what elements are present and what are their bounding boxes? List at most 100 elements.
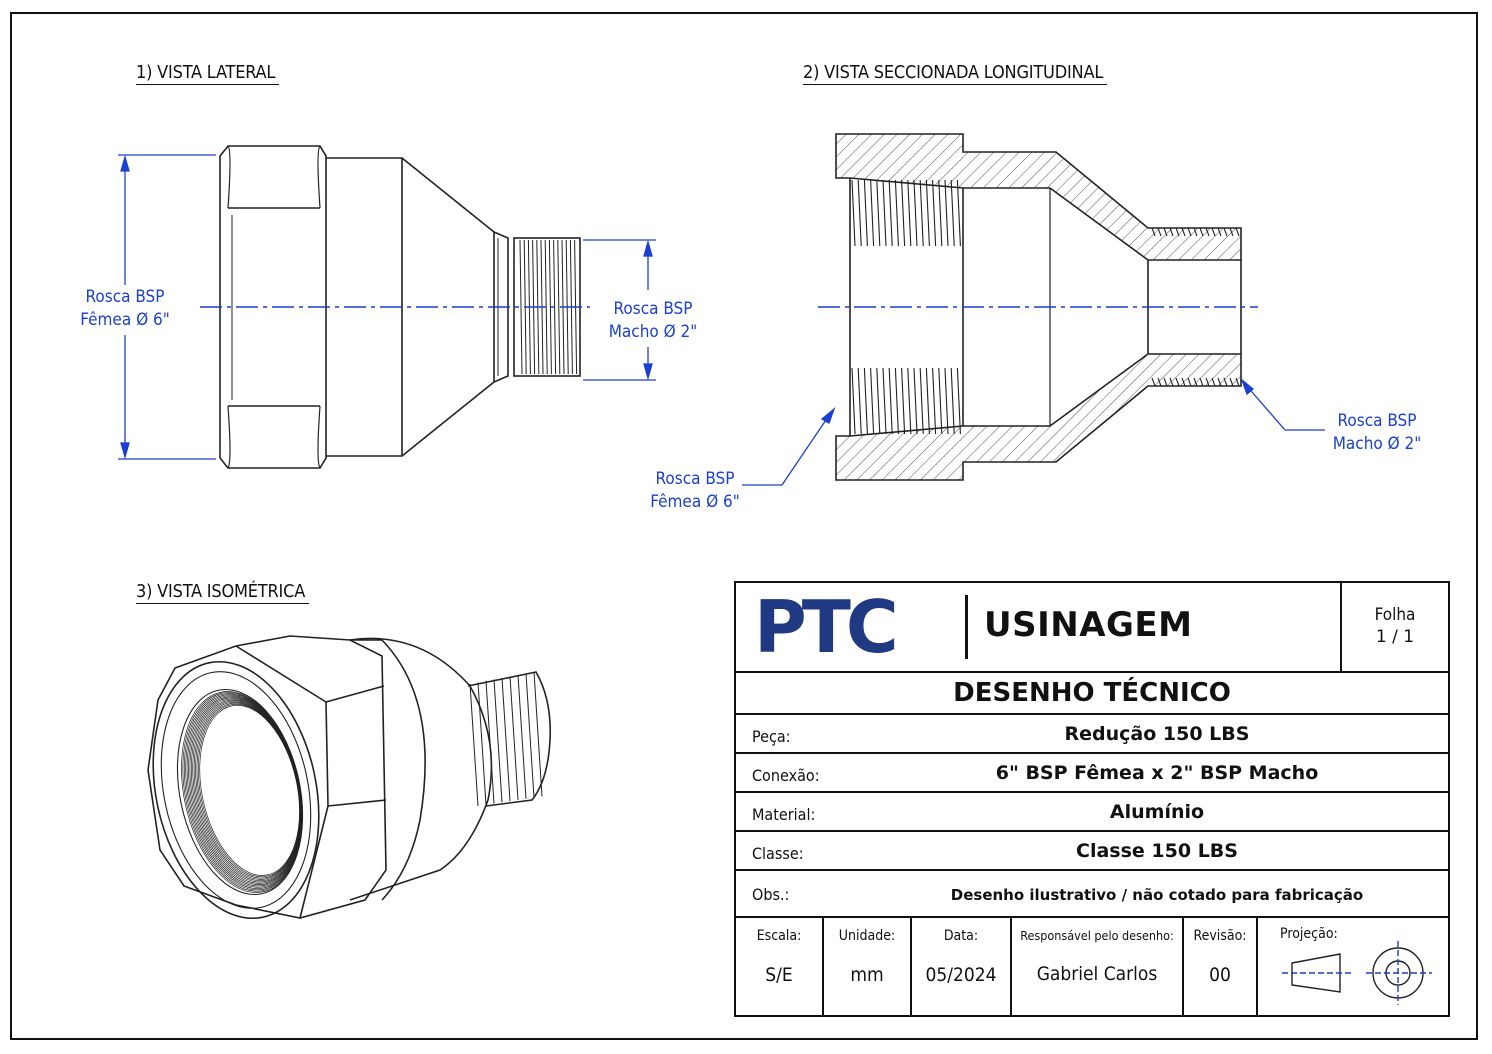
- thread-line: [509, 676, 519, 801]
- unit-value: mm: [850, 964, 884, 986]
- callout-line: Rosca BSP: [613, 299, 693, 319]
- class-label: Classe:: [752, 844, 804, 863]
- projection-symbol: [1282, 941, 1432, 1005]
- thread-line: [925, 179, 930, 247]
- thread-line: [1229, 377, 1234, 387]
- thread-line: [1169, 377, 1174, 387]
- thread-line: [1217, 377, 1222, 387]
- thread-line: [925, 367, 930, 435]
- thread-line: [956, 179, 961, 247]
- thread-line: [876, 179, 881, 247]
- revision-cell: Revisão: 00: [1182, 918, 1256, 1015]
- thread-line: [913, 367, 918, 435]
- thread-line: [1193, 227, 1198, 237]
- thread-line: [1217, 227, 1222, 237]
- revision-label: Revisão:: [1193, 928, 1247, 944]
- thread-line: [544, 239, 548, 375]
- callout-line: Rosca BSP: [85, 287, 165, 307]
- callout-line: Rosca BSP: [655, 469, 735, 489]
- title-block: PTC USINAGEM Folha 1 / 1 DESENHO TÉCNICO…: [734, 581, 1450, 1017]
- thread-line: [907, 179, 912, 247]
- thread-line: [901, 367, 906, 435]
- thread-line: [932, 179, 937, 247]
- sheet-label: Folha: [1374, 605, 1416, 625]
- thread-line: [548, 239, 552, 375]
- callout-line: Fêmea Ø 6": [650, 492, 740, 512]
- connection-value: 6" BSP Fêmea x 2" BSP Macho: [995, 762, 1319, 784]
- thread-line: [913, 179, 918, 247]
- thread-line: [519, 239, 523, 375]
- date-label: Data:: [943, 928, 979, 944]
- scale-cell: Escala: S/E: [736, 918, 822, 1015]
- scale-label: Escala:: [756, 928, 802, 944]
- thread-line: [1199, 227, 1204, 237]
- lateral-dimensions: [118, 154, 656, 460]
- thread-line: [517, 674, 527, 799]
- thread-line: [477, 682, 487, 805]
- callout-line: Macho Ø 2": [608, 322, 698, 342]
- thread-line: [894, 367, 899, 435]
- isometric-view: [147, 635, 552, 920]
- info-row-material: Material: Alumínio: [736, 791, 1448, 830]
- section-view-title: 2) VISTA SECCIONADA LONGITUDINAL: [803, 62, 1108, 85]
- callout-line: Macho Ø 2": [1332, 434, 1422, 454]
- thread-line: [533, 671, 543, 797]
- thread-line: [1235, 377, 1240, 387]
- thread-line: [956, 367, 961, 435]
- lateral-male-thread-label: Rosca BSP Macho Ø 2": [598, 298, 708, 344]
- info-row-part: Peça: Redução 150 LBS: [736, 713, 1448, 752]
- thread-line: [1235, 227, 1240, 237]
- thread-line: [557, 239, 561, 375]
- thread-line: [901, 179, 906, 247]
- thread-line: [1223, 377, 1228, 387]
- thread-line: [932, 367, 937, 435]
- thread-line: [851, 367, 856, 435]
- info-row-bottom: Escala: S/E Unidade: mm Data: 05/2024 Re…: [736, 916, 1448, 1015]
- thread-line: [469, 683, 479, 807]
- company-logo: PTC: [754, 585, 899, 669]
- author-value: Gabriel Carlos: [1036, 963, 1158, 985]
- author-label: Responsável pelo desenho:: [1020, 928, 1174, 943]
- section-female-thread-label: Rosca BSP Fêmea Ø 6": [640, 468, 750, 514]
- thread-ring: [189, 697, 302, 885]
- connection-label: Conexão:: [752, 766, 820, 785]
- thread-line: [870, 367, 875, 435]
- thread-ring: [190, 698, 302, 884]
- thread-line: [907, 367, 912, 435]
- projection-label: Projeção:: [1280, 926, 1338, 942]
- callout-line: Fêmea Ø 6": [80, 310, 170, 330]
- thread-line: [525, 673, 535, 798]
- thread-line: [1157, 377, 1162, 387]
- thread-line: [938, 367, 943, 435]
- thread-line: [882, 367, 887, 435]
- drawing-title: DESENHO TÉCNICO: [953, 678, 1231, 708]
- thread-line: [894, 179, 899, 247]
- thread-line: [501, 677, 511, 802]
- section-male-thread-label: Rosca BSP Macho Ø 2": [1322, 410, 1432, 456]
- thread-line: [1205, 377, 1210, 387]
- class-value: Classe 150 LBS: [1076, 840, 1238, 862]
- thread-line: [1157, 227, 1162, 237]
- thread-line: [1229, 227, 1234, 237]
- thread-line: [851, 179, 856, 247]
- thread-line: [1181, 227, 1186, 237]
- thread-line: [1193, 377, 1198, 387]
- thread-line: [1169, 227, 1174, 237]
- scale-value: S/E: [765, 964, 793, 986]
- lateral-female-thread-label: Rosca BSP Fêmea Ø 6": [70, 286, 180, 332]
- section-leaders: [742, 378, 1325, 486]
- notes-value: Desenho ilustrativo / não cotado para fa…: [950, 886, 1364, 904]
- unit-cell: Unidade: mm: [822, 918, 910, 1015]
- thread-line: [919, 179, 924, 247]
- title-block-header: PTC USINAGEM Folha 1 / 1: [736, 583, 1448, 671]
- thread-line: [950, 179, 955, 247]
- thread-line: [1181, 377, 1186, 387]
- lateral-view-title: 1) VISTA LATERAL: [136, 62, 280, 85]
- callout-line: Rosca BSP: [1337, 411, 1417, 431]
- thread-line: [944, 367, 949, 435]
- thread-line: [1175, 377, 1180, 387]
- company-name: USINAGEM: [984, 605, 1193, 645]
- thread-line: [1205, 227, 1210, 237]
- thread-line: [493, 679, 503, 803]
- thread-ring: [199, 704, 300, 876]
